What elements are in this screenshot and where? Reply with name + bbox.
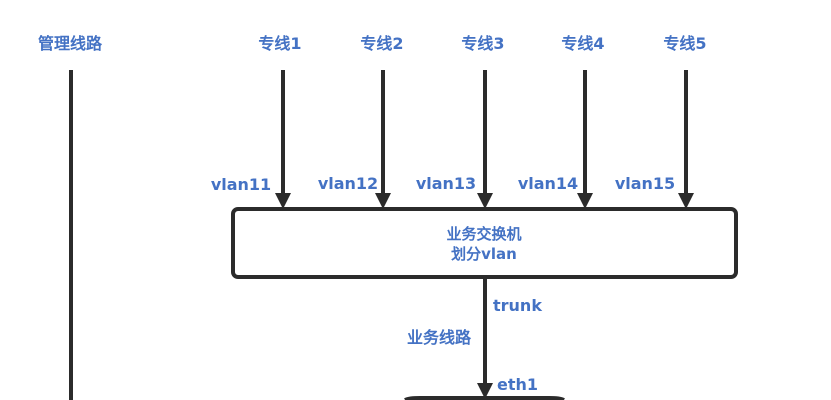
vlan-13-label: vlan13 (415, 174, 477, 193)
trunk-label: trunk (493, 296, 542, 315)
lower-device-box-edge (404, 396, 565, 400)
business-switch-label: 业务交换机 划分vlan (446, 224, 521, 264)
switch-subtitle: 划分vlan (451, 245, 517, 263)
dedicated-line-2-label: 专线2 (360, 34, 404, 53)
dedicated-line-5-arrowhead (678, 193, 694, 209)
dedicated-line-3-arrowhead (477, 193, 493, 209)
dedicated-line-4-label: 专线4 (561, 34, 605, 53)
vlan-12-label: vlan12 (317, 174, 379, 193)
vlan-11-label: vlan11 (210, 175, 272, 194)
dedicated-line-2-arrowhead (375, 193, 391, 209)
switch-title: 业务交换机 (446, 225, 522, 243)
vlan-14-label: vlan14 (517, 174, 579, 193)
vlan-15-label: vlan15 (614, 174, 676, 193)
dedicated-line-4-arrowhead (577, 193, 593, 209)
business-line-label: 业务线路 (407, 328, 472, 347)
business-switch-box (231, 207, 738, 279)
dedicated-line-1-arrowhead (275, 193, 291, 209)
eth1-label: eth1 (497, 375, 539, 394)
uplink-arrowhead (477, 383, 493, 399)
dedicated-line-5-label: 专线5 (663, 34, 707, 53)
dedicated-line-1-label: 专线1 (258, 34, 302, 53)
dedicated-line-3-label: 专线3 (461, 34, 505, 53)
management-line-label: 管理线路 (38, 34, 103, 53)
